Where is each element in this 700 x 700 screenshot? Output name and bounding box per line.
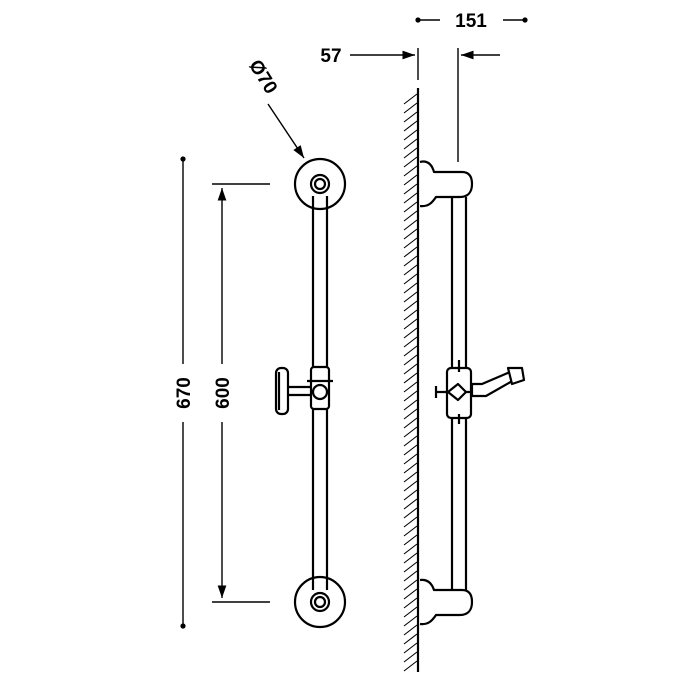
hatch-stroke <box>403 606 418 618</box>
dimension-diameter <box>267 103 305 159</box>
hatch-stroke <box>403 318 418 330</box>
hatch-stroke <box>403 336 418 348</box>
hatch-stroke <box>403 327 418 339</box>
hatch-stroke <box>403 660 418 672</box>
side-view <box>403 88 526 672</box>
hatch-stroke <box>403 219 418 231</box>
hatch-stroke <box>403 309 418 321</box>
hatch-stroke <box>403 246 418 258</box>
hatch-stroke <box>403 390 418 402</box>
hatch-stroke <box>403 507 418 519</box>
hatch-stroke <box>403 624 418 636</box>
hatch-stroke <box>403 453 418 465</box>
dimension-offset <box>350 48 500 162</box>
hatch-stroke <box>403 471 418 483</box>
hatch-stroke <box>403 354 418 366</box>
hatch-stroke <box>403 273 418 285</box>
hatch-stroke <box>403 93 418 105</box>
hatch-stroke <box>403 642 418 654</box>
hatch-stroke <box>403 543 418 555</box>
label-depth: 151 <box>455 11 487 32</box>
hatch-stroke <box>403 615 418 627</box>
dimension-labels: 151 57 Ø70 670 600 <box>174 11 487 409</box>
hatch-stroke <box>403 363 418 375</box>
label-diameter: Ø70 <box>244 56 281 98</box>
hatch-stroke <box>403 651 418 663</box>
hatch-stroke <box>403 525 418 537</box>
hatch-stroke <box>403 444 418 456</box>
hatch-stroke <box>403 534 418 546</box>
top-bracket <box>419 160 474 208</box>
hatch-stroke <box>403 516 418 528</box>
hatch-stroke <box>403 129 418 141</box>
hatch-stroke <box>403 138 418 150</box>
hatch-stroke <box>403 300 418 312</box>
hatch-stroke <box>403 192 418 204</box>
hatch-stroke <box>403 588 418 600</box>
wall-hatching <box>403 93 418 672</box>
hatch-stroke <box>403 237 418 249</box>
bottom-wall-flange <box>293 575 347 629</box>
label-overall-height: 670 <box>174 377 195 409</box>
bottom-bracket <box>419 578 474 626</box>
hatch-stroke <box>403 552 418 564</box>
hatch-stroke <box>403 480 418 492</box>
dimension-lines <box>180 17 528 629</box>
hatch-stroke <box>403 111 418 123</box>
hatch-stroke <box>403 426 418 438</box>
dimension-overall-height <box>180 156 186 629</box>
top-wall-flange <box>293 157 347 211</box>
hatch-stroke <box>403 255 418 267</box>
hatch-stroke <box>403 381 418 393</box>
dimension-center-distance <box>212 183 270 603</box>
hatch-stroke <box>403 372 418 384</box>
hatch-stroke <box>403 228 418 240</box>
hatch-stroke <box>403 399 418 411</box>
hatch-stroke <box>403 264 418 276</box>
hatch-stroke <box>403 201 418 213</box>
slider-holder <box>274 365 333 416</box>
hatch-stroke <box>403 417 418 429</box>
hatch-stroke <box>403 210 418 222</box>
front-view <box>274 157 347 629</box>
hatch-stroke <box>403 633 418 645</box>
hatch-stroke <box>403 165 418 177</box>
hatch-stroke <box>403 120 418 132</box>
label-center-distance: 600 <box>213 377 234 409</box>
hatch-stroke <box>403 462 418 474</box>
hatch-stroke <box>403 282 418 294</box>
hatch-stroke <box>403 498 418 510</box>
hatch-stroke <box>403 102 418 114</box>
label-offset: 57 <box>320 46 341 67</box>
hatch-stroke <box>403 147 418 159</box>
hatch-stroke <box>403 183 418 195</box>
slider-side <box>434 360 526 424</box>
hatch-stroke <box>403 174 418 186</box>
hatch-stroke <box>403 156 418 168</box>
dimension-depth <box>415 17 528 23</box>
hatch-stroke <box>403 435 418 447</box>
hatch-stroke <box>403 408 418 420</box>
hatch-stroke <box>403 291 418 303</box>
hatch-stroke <box>403 345 418 357</box>
hatch-stroke <box>403 579 418 591</box>
hatch-stroke <box>403 597 418 609</box>
hatch-stroke <box>403 570 418 582</box>
hatch-stroke <box>403 561 418 573</box>
hatch-stroke <box>403 489 418 501</box>
